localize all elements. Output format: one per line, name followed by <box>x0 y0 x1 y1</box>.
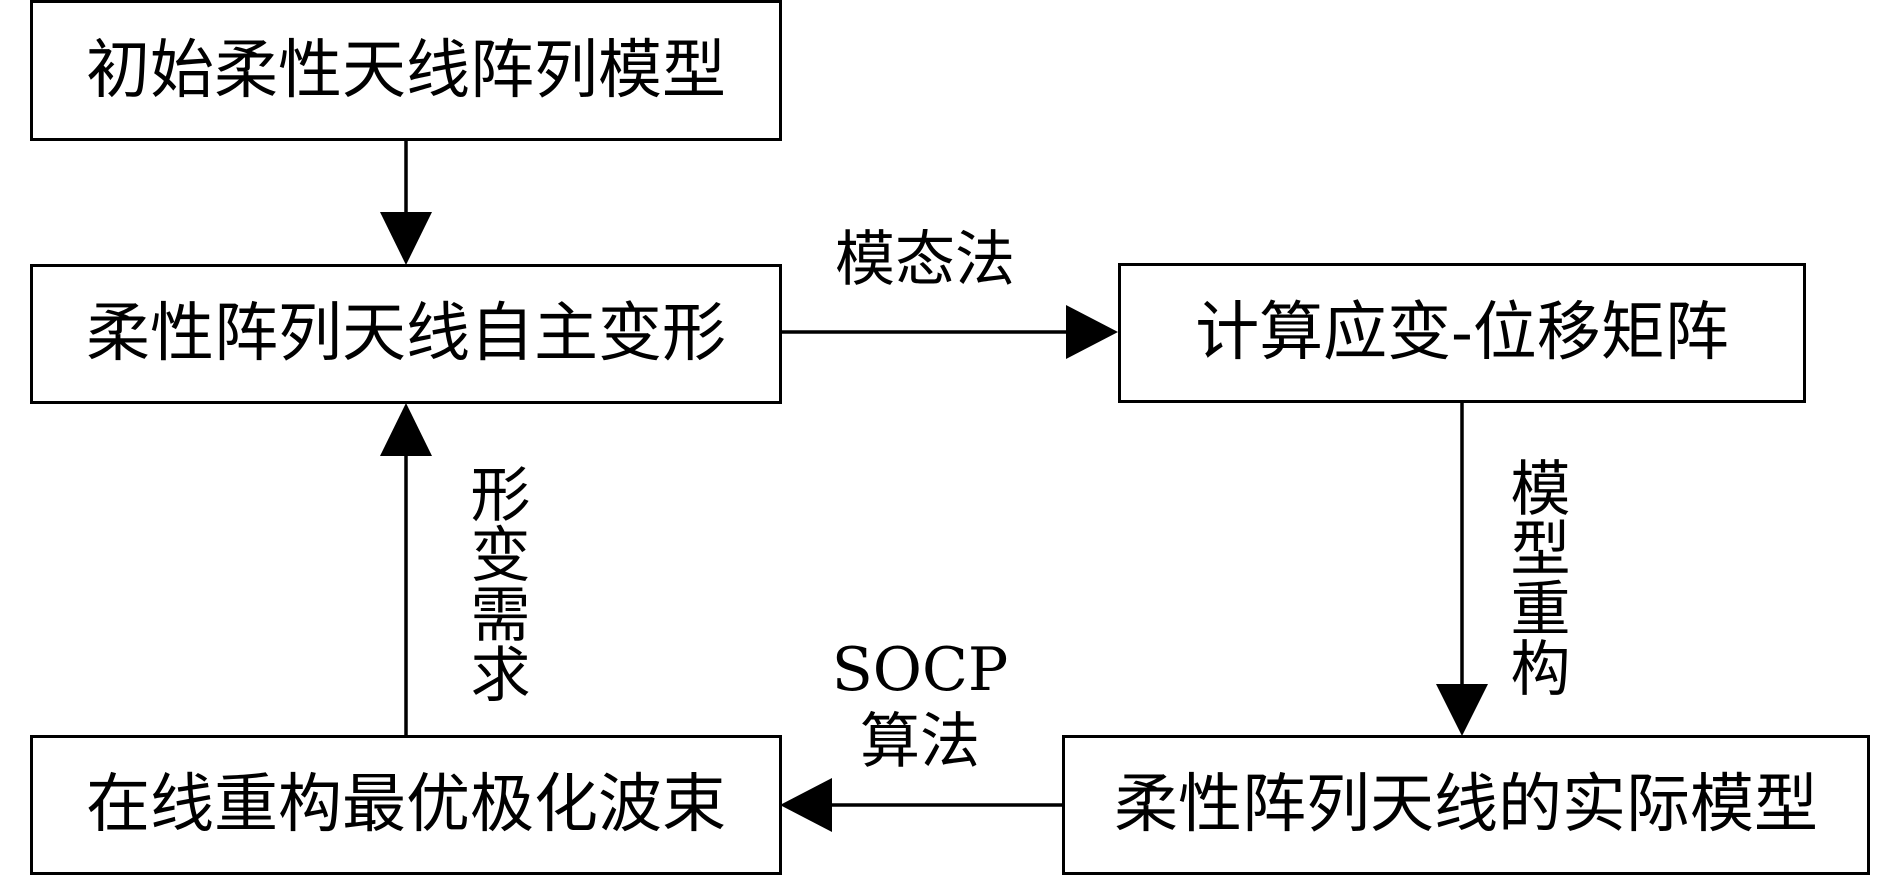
node-autonomous-deformation-label: 柔性阵列天线自主变形 <box>86 297 726 371</box>
node-strain-matrix: 计算应变-位移矩阵 <box>1118 263 1806 403</box>
edge-label-socp-line2: 算法 <box>860 707 980 777</box>
node-optimal-beam: 在线重构最优极化波束 <box>30 735 782 875</box>
node-initial-model-label: 初始柔性天线阵列模型 <box>86 33 726 108</box>
node-autonomous-deformation: 柔性阵列天线自主变形 <box>30 264 782 404</box>
edge-label-socp-line1: SOCP <box>831 635 1009 705</box>
arrowhead-up-1 <box>380 403 432 456</box>
node-actual-model: 柔性阵列天线的实际模型 <box>1062 735 1870 875</box>
node-optimal-beam-label: 在线重构最优极化波束 <box>86 768 726 842</box>
arrowhead-down-1 <box>380 212 432 265</box>
arrowhead-right-1 <box>1066 305 1118 359</box>
node-strain-matrix-label: 计算应变-位移矩阵 <box>1195 296 1729 370</box>
edge-label-modal-method: 模态法 <box>835 225 1015 295</box>
arrowhead-left-1 <box>780 778 832 832</box>
node-initial-model: 初始柔性天线阵列模型 <box>30 0 782 141</box>
edge-label-deformation-demand: 形变需求 <box>460 463 530 703</box>
arrowhead-down-2 <box>1436 684 1488 736</box>
edge-label-model-reconstruction: 模型重构 <box>1500 457 1570 697</box>
node-actual-model-label: 柔性阵列天线的实际模型 <box>1114 768 1818 842</box>
